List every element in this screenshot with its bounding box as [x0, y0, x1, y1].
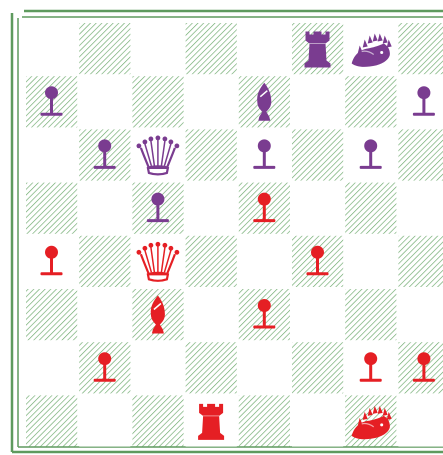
square-f7[interactable]: [292, 76, 343, 127]
square-a1[interactable]: [26, 395, 77, 446]
square-f2[interactable]: [292, 342, 343, 393]
square-a2[interactable]: [26, 342, 77, 393]
square-b8[interactable]: [79, 23, 130, 74]
square-f3[interactable]: [292, 289, 343, 340]
square-f5[interactable]: [292, 183, 343, 234]
square-d4[interactable]: [186, 236, 237, 287]
square-b5[interactable]: [79, 183, 130, 234]
square-h3[interactable]: [398, 289, 443, 340]
square-h1[interactable]: [398, 395, 443, 446]
square-a6[interactable]: [26, 129, 77, 180]
board-squares: [26, 23, 443, 447]
square-c8[interactable]: [132, 23, 183, 74]
square-b4[interactable]: [79, 236, 130, 287]
square-f1[interactable]: [292, 395, 343, 446]
square-f6[interactable]: [292, 129, 343, 180]
square-g3[interactable]: [345, 289, 396, 340]
square-c7[interactable]: [132, 76, 183, 127]
square-e1[interactable]: [239, 395, 290, 446]
square-b3[interactable]: [79, 289, 130, 340]
square-e4[interactable]: [239, 236, 290, 287]
square-a5[interactable]: [26, 183, 77, 234]
square-c1[interactable]: [132, 395, 183, 446]
square-h4[interactable]: [398, 236, 443, 287]
square-d5[interactable]: [186, 183, 237, 234]
square-d3[interactable]: [186, 289, 237, 340]
square-h5[interactable]: [398, 183, 443, 234]
square-e2[interactable]: [239, 342, 290, 393]
square-d7[interactable]: [186, 76, 237, 127]
square-b7[interactable]: [79, 76, 130, 127]
square-g5[interactable]: [345, 183, 396, 234]
square-h2[interactable]: [398, 342, 443, 393]
square-h7[interactable]: [398, 76, 443, 127]
square-c2[interactable]: [132, 342, 183, 393]
square-h6[interactable]: [398, 129, 443, 180]
square-h8[interactable]: [398, 23, 443, 74]
square-g7[interactable]: [345, 76, 396, 127]
square-a3[interactable]: [26, 289, 77, 340]
square-g4[interactable]: [345, 236, 396, 287]
square-d8[interactable]: [186, 23, 237, 74]
square-a8[interactable]: [26, 23, 77, 74]
square-b1[interactable]: [79, 395, 130, 446]
square-d2[interactable]: [186, 342, 237, 393]
square-d6[interactable]: [186, 129, 237, 180]
square-e8[interactable]: [239, 23, 290, 74]
